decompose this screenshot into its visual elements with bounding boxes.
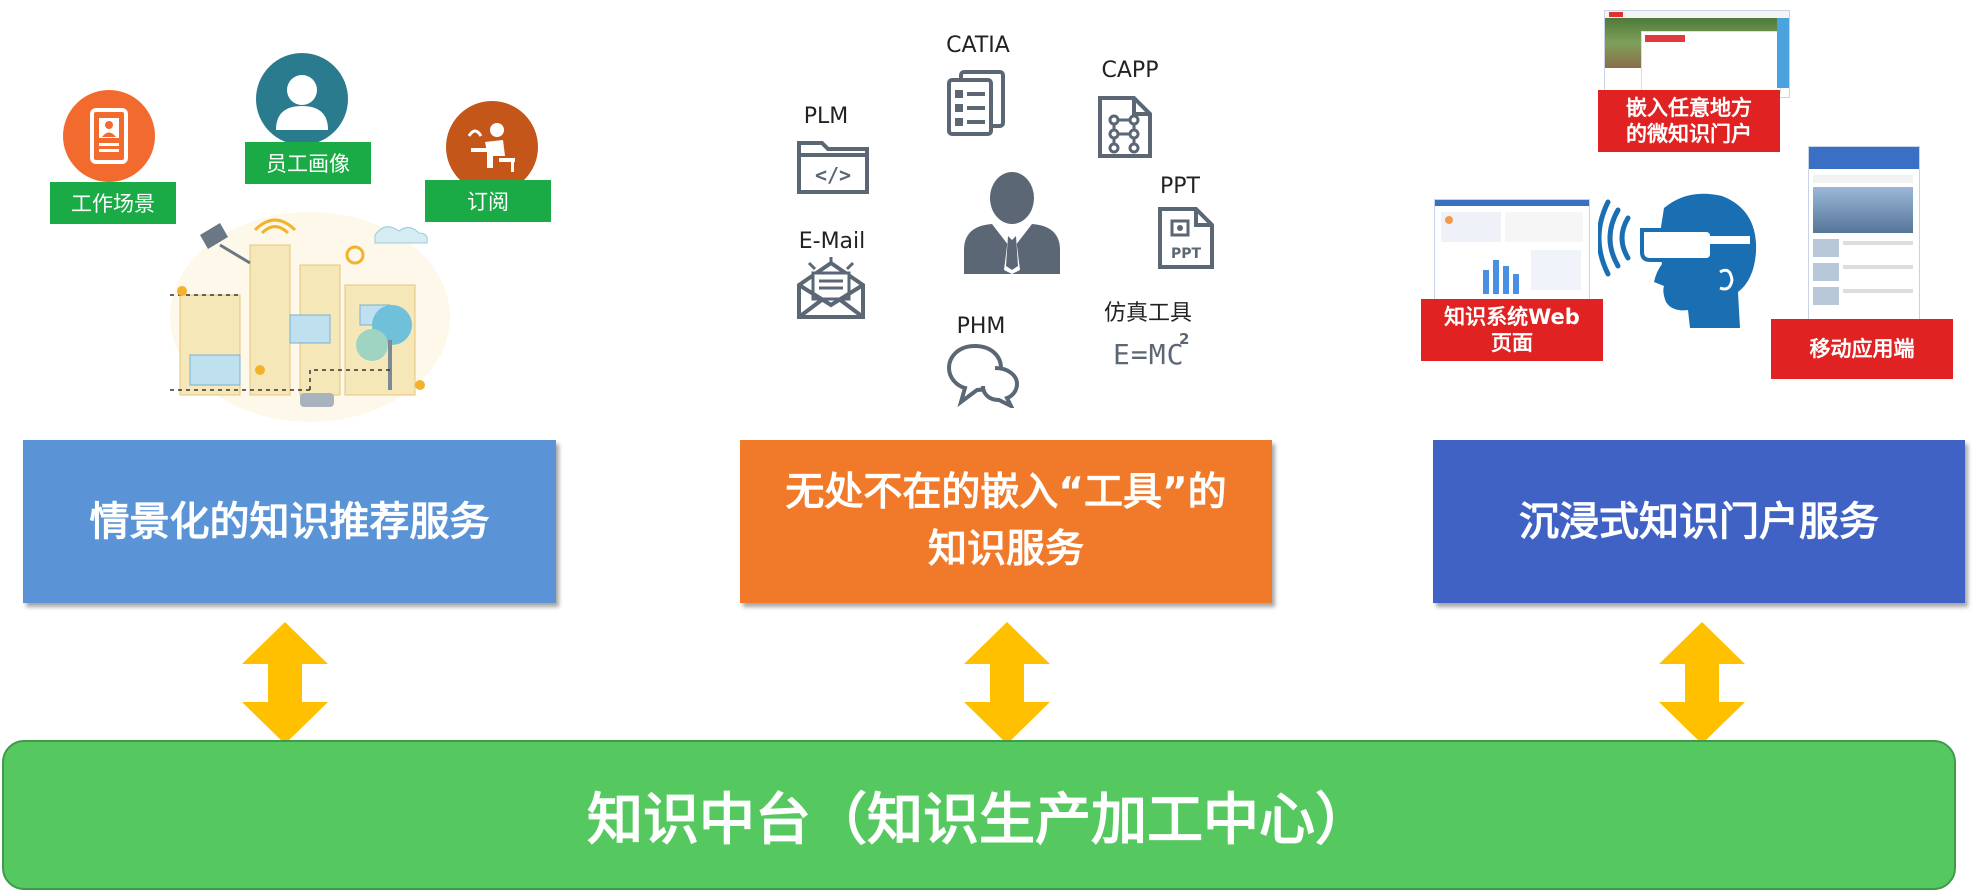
catia-document-icon bbox=[947, 70, 1005, 136]
smart-city-illustration-icon bbox=[170, 212, 450, 422]
web-page-label: 知识系统Web 页面 bbox=[1421, 299, 1603, 361]
tool-label-plm: PLM bbox=[803, 104, 849, 129]
tool-label-catia: CATIA bbox=[946, 33, 1010, 58]
email-envelope-icon bbox=[797, 257, 865, 319]
tool-label-capp: CAPP bbox=[1101, 58, 1159, 83]
right-service-title: 沉浸式知识门户服务 bbox=[1519, 498, 1879, 545]
web-page-screenshot-thumbnail bbox=[1434, 199, 1590, 301]
knowledge-platform-bar: 知识中台（知识生产加工中心） bbox=[2, 740, 1956, 890]
left-service-box: 情景化的知识推荐服务 bbox=[23, 440, 556, 603]
web-page-label-line2: 页面 bbox=[1491, 331, 1533, 355]
phm-chat-bubbles-icon bbox=[946, 343, 1020, 408]
tool-label-ppt: PPT bbox=[1160, 174, 1200, 199]
portal-label-line1: 嵌入任意地方 bbox=[1626, 95, 1752, 120]
user-avatar-icon bbox=[964, 172, 1060, 274]
vr-headset-head-icon bbox=[1598, 193, 1757, 328]
knowledge-platform-title: 知识中台（知识生产加工中心） bbox=[587, 787, 1371, 853]
employee-profile-icon bbox=[256, 53, 348, 145]
left-service-title: 情景化的知识推荐服务 bbox=[89, 498, 490, 545]
formula-exponent: 2 bbox=[1179, 330, 1190, 348]
work-scene-label: 工作场景 bbox=[50, 182, 176, 224]
center-service-title-line2: 知识服务 bbox=[927, 526, 1084, 572]
formula-text: E=MC bbox=[1113, 338, 1185, 371]
web-page-label-line1: 知识系统Web bbox=[1444, 304, 1580, 329]
svg-text:</>: </> bbox=[815, 163, 851, 187]
employee-profile-label: 员工画像 bbox=[245, 142, 371, 184]
mobile-app-label: 移动应用端 bbox=[1771, 319, 1953, 379]
double-arrow-right-icon bbox=[1659, 622, 1745, 744]
mobile-app-screenshot-thumbnail bbox=[1808, 146, 1920, 320]
double-arrow-center-icon bbox=[964, 622, 1050, 744]
center-service-title-line1: 无处不在的嵌入“工具”的 bbox=[785, 469, 1227, 515]
tool-label-simulation: 仿真工具 bbox=[1103, 301, 1192, 326]
portal-label-line2: 的微知识门户 bbox=[1626, 122, 1752, 146]
plm-folder-code-icon: </> bbox=[797, 141, 869, 194]
ppt-file-icon: PPT bbox=[1158, 207, 1214, 269]
formula-emc2-icon: E=MC 2 bbox=[1113, 330, 1203, 374]
right-service-box: 沉浸式知识门户服务 bbox=[1433, 440, 1965, 603]
tool-label-email: E-Mail bbox=[798, 229, 866, 254]
tool-label-phm: PHM bbox=[956, 314, 1006, 339]
portal-label: 嵌入任意地方 的微知识门户 bbox=[1598, 90, 1780, 152]
capp-flowchart-icon bbox=[1098, 96, 1152, 158]
subscribe-label: 订阅 bbox=[425, 180, 551, 222]
portal-screenshot-thumbnail bbox=[1604, 10, 1790, 98]
center-service-box: 无处不在的嵌入“工具”的 知识服务 bbox=[740, 440, 1272, 603]
subscribe-icon bbox=[446, 101, 538, 193]
work-scene-icon bbox=[63, 90, 155, 182]
ppt-file-icon-text: PPT bbox=[1171, 246, 1202, 262]
double-arrow-left-icon bbox=[242, 622, 328, 744]
